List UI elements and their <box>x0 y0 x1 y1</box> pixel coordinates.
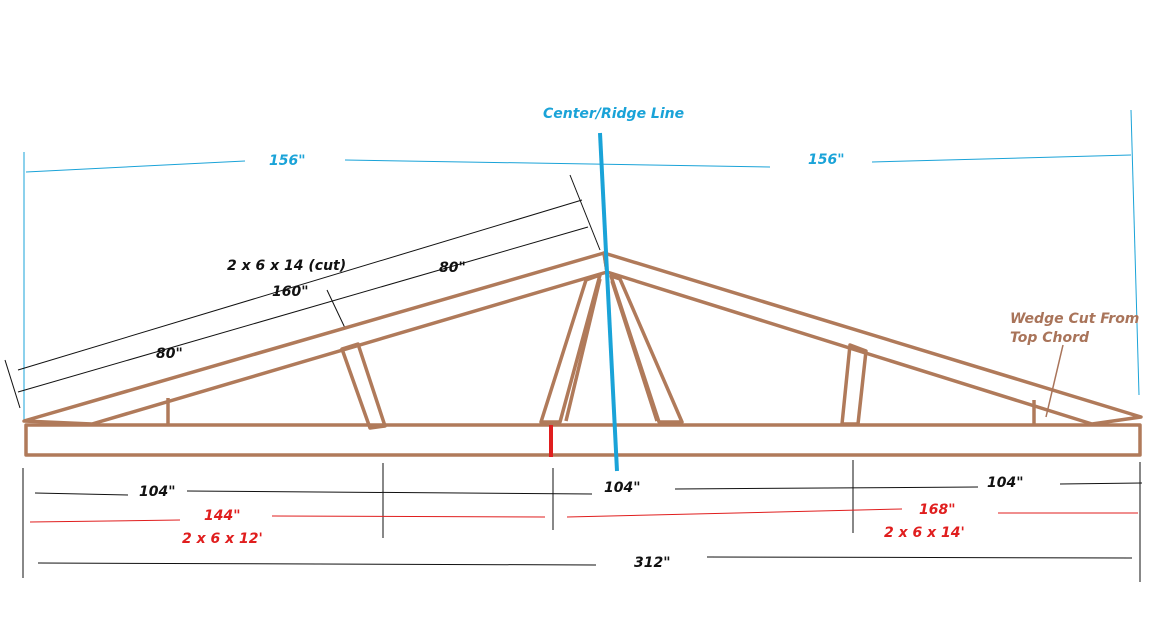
center-line-label: Center/Ridge Line <box>543 106 684 122</box>
board-dimensions <box>29 508 1138 523</box>
board-right-size-label: 2 x 6 x 14' <box>884 525 965 541</box>
chord-total-label: 160" <box>272 284 309 300</box>
board-left-dim-b <box>271 515 546 518</box>
half-span-left-label: 156" <box>269 153 306 169</box>
chord-upper-half-label: 80" <box>439 260 466 276</box>
chord-total-dim-line-a <box>17 199 583 371</box>
chord-mid-tick <box>326 289 346 329</box>
chord-right-tick <box>569 174 601 251</box>
wedge-note-line2: Top Chord <box>1010 330 1090 346</box>
total-dim-line-a <box>37 562 597 566</box>
board-right-dim-a <box>566 508 903 518</box>
board-right-length-label: 168" <box>919 502 956 518</box>
board-left-dim-a <box>29 519 181 523</box>
chord-lower-half-label: 80" <box>156 346 183 362</box>
seg3-dim-line <box>1059 482 1143 485</box>
right-web <box>840 343 868 426</box>
right-dim-line <box>871 154 1132 163</box>
chord-left-tick <box>4 359 21 409</box>
half-span-dimensions <box>23 109 1140 420</box>
board-left-length-label: 144" <box>204 508 241 524</box>
center-ridge-line <box>598 132 619 472</box>
left-dim-line-a <box>25 160 246 173</box>
bottom-chord <box>24 423 1142 457</box>
board-left-size-label: 2 x 6 x 12' <box>182 531 263 547</box>
seg2-dim-line <box>674 486 979 490</box>
chord-board-label: 2 x 6 x 14 (cut) <box>227 258 346 274</box>
half-span-right-label: 156" <box>808 152 845 168</box>
seg1-dim-line-b <box>186 490 593 495</box>
total-span-label: 312" <box>634 555 671 571</box>
center-web-right-outer <box>609 274 684 424</box>
right-extension-line <box>1130 109 1140 396</box>
bottom-seg2-label: 104" <box>604 480 641 496</box>
bottom-dimensions <box>22 460 1143 582</box>
wedge-note-line1: Wedge Cut From <box>1010 311 1139 327</box>
left-web <box>340 342 387 430</box>
truss <box>22 251 1143 457</box>
top-chord-dimensions <box>4 174 601 409</box>
center-web-left-outer <box>539 273 602 424</box>
chord-total-dim-line-b <box>17 226 589 393</box>
left-top-chord <box>22 251 609 426</box>
seg1-dim-line-a <box>34 492 129 496</box>
center-web-left-inner <box>564 278 602 422</box>
wedge-pointer <box>1045 344 1064 418</box>
total-dim-line-b <box>706 556 1133 559</box>
left-dim-line-b <box>344 159 771 168</box>
bottom-seg3-label: 104" <box>987 475 1024 491</box>
center-web-right-inner <box>610 280 659 422</box>
bottom-seg1-label: 104" <box>139 484 176 500</box>
